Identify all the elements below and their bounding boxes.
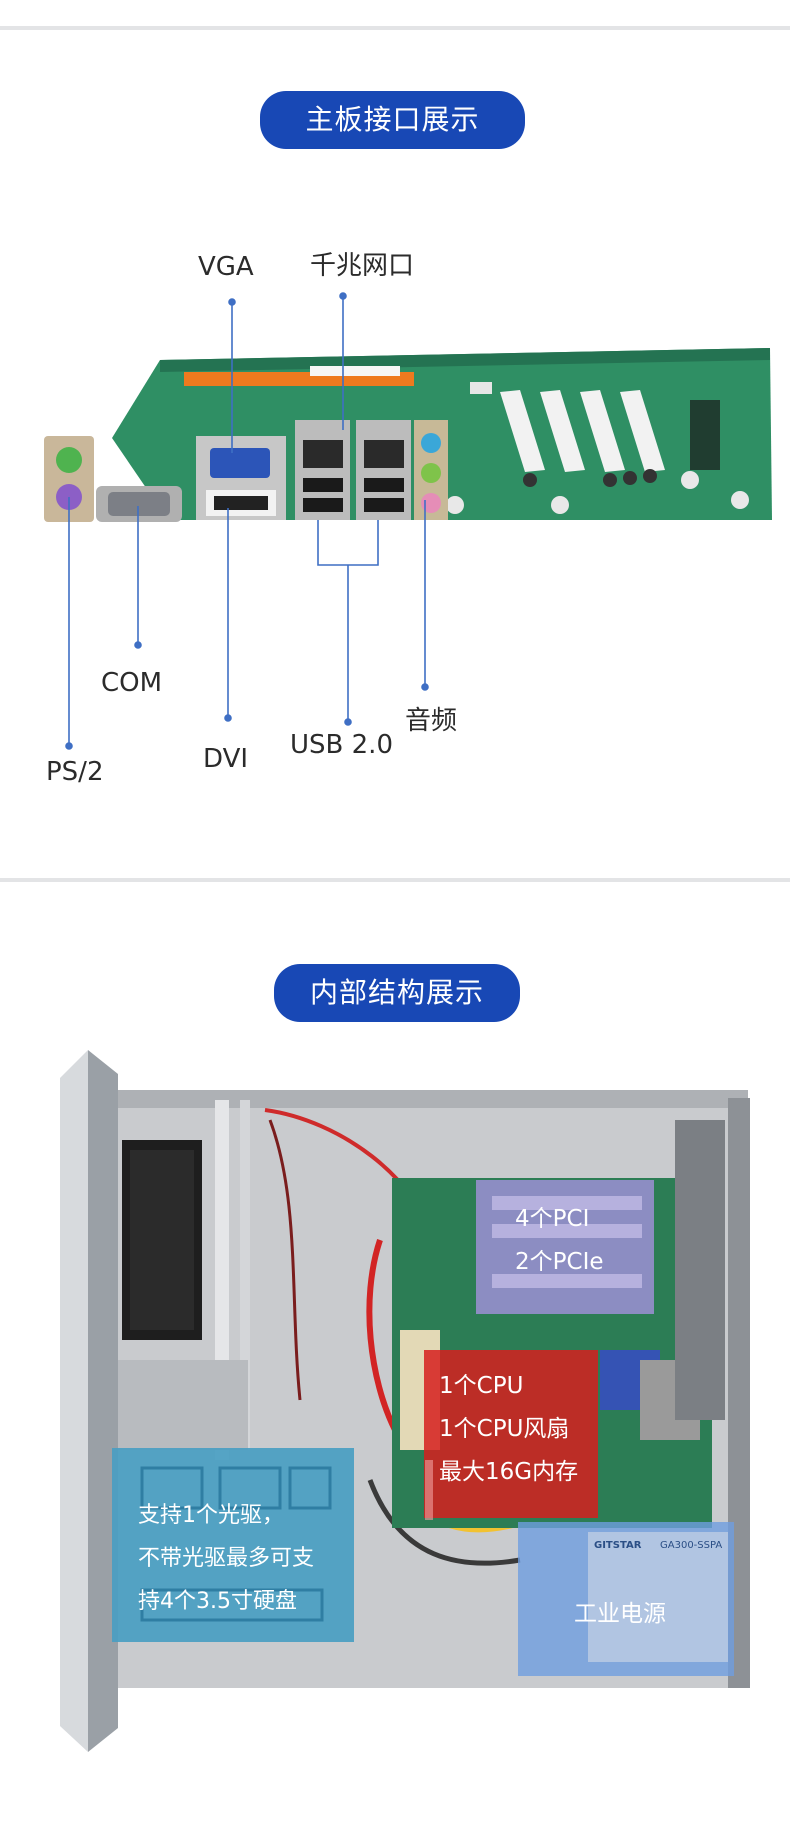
psu-label: 工业电源 (574, 1601, 666, 1627)
cpu-fan-count: 1个CPU风扇 (439, 1416, 570, 1442)
psu-model: GA300-SSPA (660, 1540, 723, 1551)
label-usb: USB 2.0 (290, 730, 393, 760)
section-title-internal: 内部结构展示 (274, 964, 520, 1022)
label-dvi: DVI (203, 744, 249, 774)
cpu-overlay (424, 1350, 598, 1518)
drive-overlay (112, 1448, 354, 1642)
front-bezel (88, 1050, 118, 1752)
label-audio: 音频 (405, 706, 458, 736)
top-divider (0, 26, 790, 30)
drive-line-3: 持4个3.5寸硬盘 (138, 1589, 297, 1614)
motherboard-illustration (44, 292, 772, 750)
pci-count: 4个PCI (515, 1206, 590, 1232)
label-com: COM (101, 668, 163, 698)
drive-overlay-text: 支持1个光驱， 不带光驱最多可支 持4个3.5寸硬盘 (138, 1494, 314, 1623)
cpu-overlay-text: 1个CPU 1个CPU风扇 最大16G内存 (439, 1365, 578, 1494)
cpu-count: 1个CPU (439, 1373, 524, 1399)
drive-line-2: 不带光驱最多可支 (138, 1546, 315, 1571)
drive-line-1: 支持1个光驱， (138, 1503, 284, 1528)
max-memory: 最大16G内存 (439, 1459, 579, 1485)
label-lan: 千兆网口 (310, 251, 415, 281)
pci-overlay-text: 4个PCI 2个PCIe (515, 1198, 604, 1284)
label-ps2: PS/2 (46, 757, 104, 787)
psu-brand: GITSTAR (594, 1540, 642, 1551)
section-title-motherboard: 主板接口展示 (260, 91, 525, 149)
middle-divider (0, 878, 790, 882)
pcie-count: 2个PCIe (515, 1249, 604, 1275)
label-vga: VGA (198, 252, 254, 282)
